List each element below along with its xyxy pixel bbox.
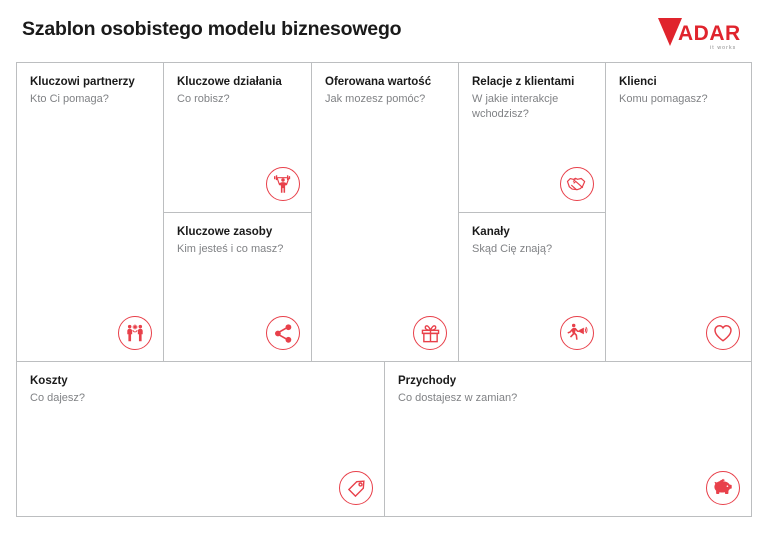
gift-box-icon [413,316,447,350]
canvas-block-value-proposition[interactable]: Oferowana wartość Jak mozesz pomóc? [311,62,459,362]
canvas-grid: Kluczowi partnerzy Kto Ci pomaga? Kluczo… [16,62,752,362]
canvas-block-customers[interactable]: Klienci Komu pomagasz? [605,62,752,362]
page-title: Szablon osobistego modelu biznesowego [22,18,402,40]
block-subtitle: Co robisz? [177,93,230,105]
svg-text:it works: it works [710,45,736,51]
handshake-icon [560,167,594,201]
bottom-row: Koszty Co dajesz? Przychody Co dostajesz… [16,361,752,517]
block-title: Oferowana wartość [325,76,432,88]
block-title: Kluczowe działania [177,76,282,88]
block-title: Przychody [398,375,457,387]
heart-icon [706,316,740,350]
weightlifter-icon [266,167,300,201]
canvas-block-key-activities[interactable]: Kluczowe działania Co robisz? [163,62,312,213]
canvas-block-key-partners[interactable]: Kluczowi partnerzy Kto Ci pomaga? [16,62,164,362]
block-subtitle: Komu pomagasz? [619,93,708,105]
block-subtitle: W jakie interakcje wchodzisz? [472,93,559,120]
canvas-block-costs[interactable]: Koszty Co dajesz? [16,361,385,517]
share-network-icon [266,316,300,350]
block-subtitle: Kim jesteś i co masz? [177,243,284,255]
block-title: Relacje z klientami [472,76,575,88]
price-tag-icon [339,471,373,505]
canvas-block-key-resources[interactable]: Kluczowe zasoby Kim jesteś i co masz? [163,212,312,362]
canvas-block-channels[interactable]: Kanały Skąd Cię znają? [458,212,606,362]
piggy-bank-icon [706,471,740,505]
canvas-block-customer-relations[interactable]: Relacje z klientami W jakie interakcje w… [458,62,606,213]
block-subtitle: Jak mozesz pomóc? [325,93,426,105]
page-header: Szablon osobistego modelu biznesowego AD… [0,0,768,62]
block-title: Kluczowe zasoby [177,226,273,238]
high-five-people-icon [118,316,152,350]
canvas-block-revenue[interactable]: Przychody Co dostajesz w zamian? [384,361,752,517]
block-subtitle: Co dajesz? [30,392,86,404]
running-megaphone-icon [560,316,594,350]
block-title: Kanały [472,226,510,238]
block-title: Kluczowi partnerzy [30,76,135,88]
block-title: Klienci [619,76,657,88]
block-subtitle: Skąd Cię znają? [472,243,553,255]
block-subtitle: Co dostajesz w zamian? [398,392,518,404]
adar-logo: ADAR it works [656,12,752,52]
block-subtitle: Kto Ci pomaga? [30,93,109,105]
block-title: Koszty [30,375,68,387]
svg-text:ADAR: ADAR [678,22,741,45]
